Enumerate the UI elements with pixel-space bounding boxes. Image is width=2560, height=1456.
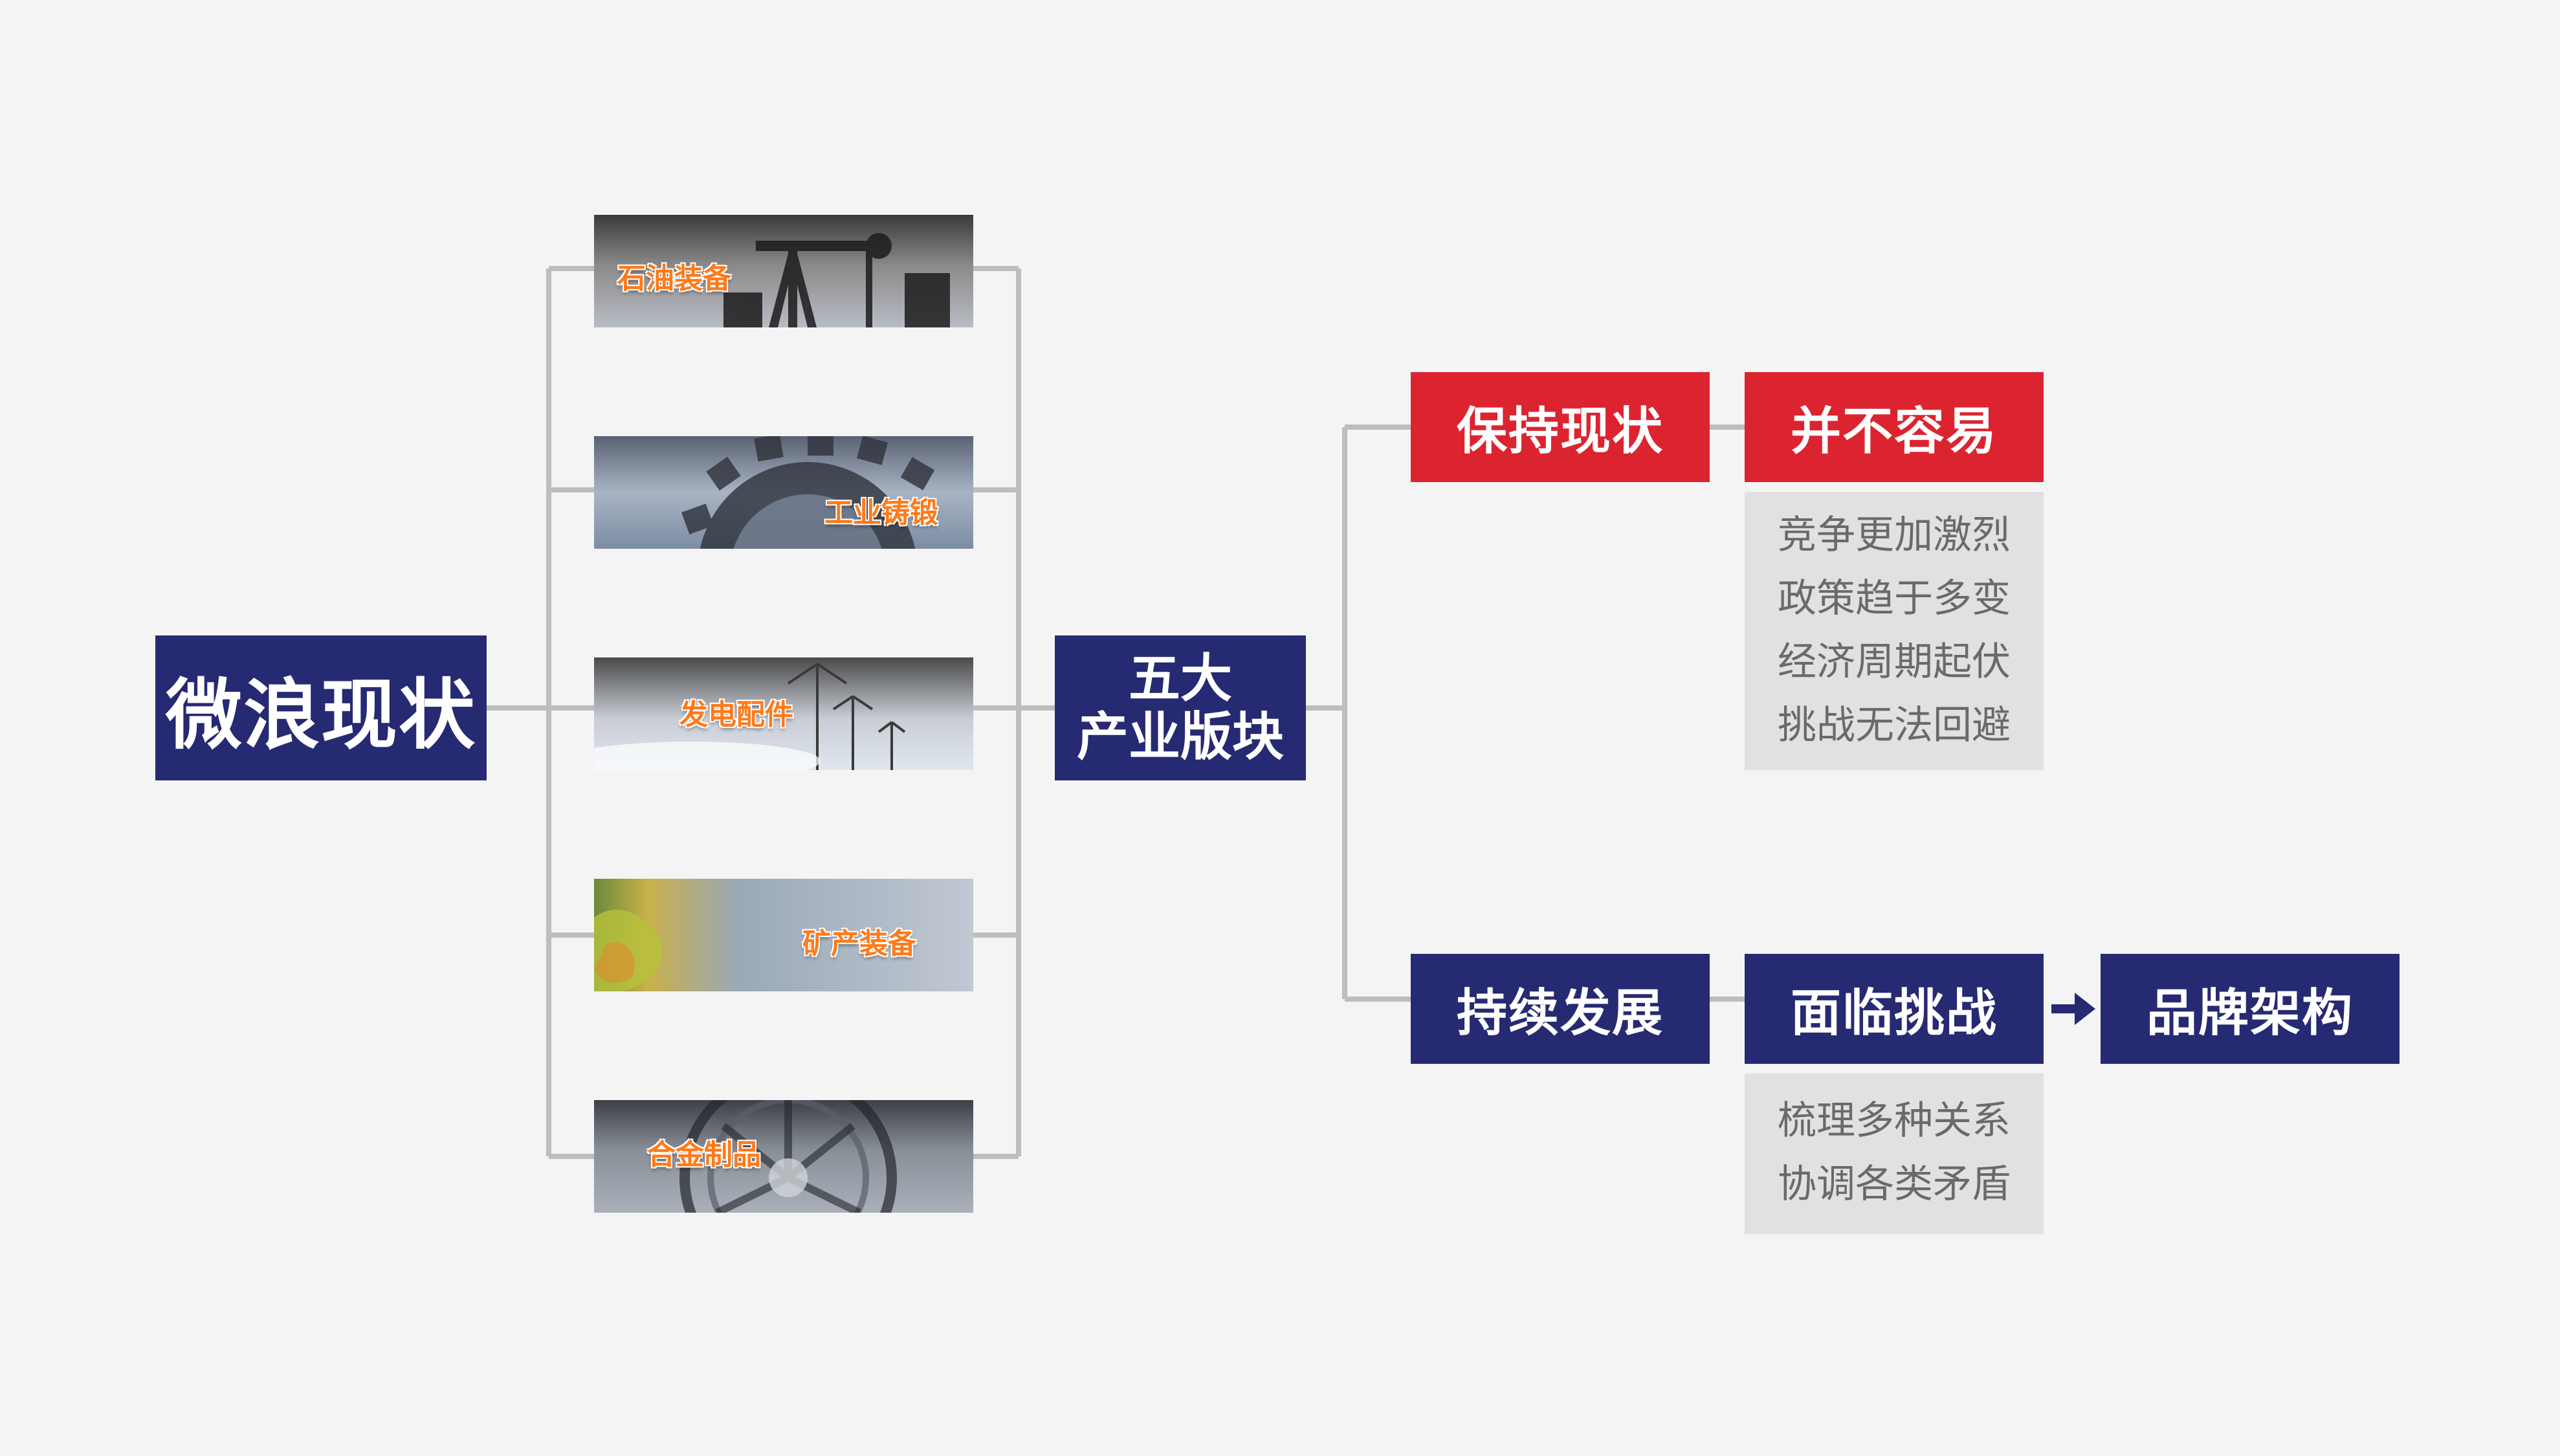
segment-label: 矿产装备 xyxy=(802,927,916,960)
lower-notes: 梳理多种关系 协调各类矛盾 xyxy=(1745,1074,2044,1234)
wind-turbine-image xyxy=(594,663,906,770)
brand-architecture-label: 品牌架构 xyxy=(2146,984,2354,1042)
verdict-challenge-node: 面临挑战 xyxy=(1745,954,2044,1064)
root-node: 微浪现状 xyxy=(155,635,487,780)
verdict-challenge-label: 面临挑战 xyxy=(1790,984,1998,1042)
segment-label: 工业铸锻 xyxy=(824,496,938,529)
status-develop-label: 持续发展 xyxy=(1456,984,1664,1042)
status-keep-label: 保持现状 xyxy=(1456,403,1664,461)
status-keep-node: 保持现状 xyxy=(1411,372,1710,482)
gear-image xyxy=(681,436,935,549)
segment-tile-oil-equipment: 石油装备 xyxy=(594,215,973,327)
wheel-image xyxy=(679,1100,897,1213)
oil-pump-image xyxy=(723,233,950,327)
note-item: 竞争更加激烈 xyxy=(1778,513,2011,558)
segment-tile-power-parts: 发电配件 xyxy=(594,657,973,770)
brand-architecture-node: 品牌架构 xyxy=(2101,954,2400,1064)
verdict-not-easy-label: 并不容易 xyxy=(1790,403,1998,461)
note-item: 经济周期起伏 xyxy=(1778,639,2011,685)
upper-notes: 竞争更加激烈 政策趋于多变 经济周期起伏 挑战无法回避 xyxy=(1745,492,2044,770)
arrow-right-icon xyxy=(2051,993,2095,1025)
segment-tile-alloy-products: 合金制品 xyxy=(594,1100,973,1213)
map-image xyxy=(594,909,663,991)
segment-tile-industrial-forging: 工业铸锻 xyxy=(594,436,973,549)
root-title: 微浪现状 xyxy=(165,670,476,760)
hub-node: 五大 产业版块 xyxy=(1055,635,1306,780)
segment-label: 合金制品 xyxy=(647,1138,761,1171)
verdict-not-easy-node: 并不容易 xyxy=(1745,372,2044,482)
hub-line1: 五大 xyxy=(1129,648,1232,709)
hub-line2: 产业版块 xyxy=(1077,707,1284,767)
segment-tile-mining-equipment: 矿产装备 xyxy=(594,879,973,991)
note-item: 挑战无法回避 xyxy=(1778,703,2011,748)
note-item: 协调各类矛盾 xyxy=(1778,1162,2011,1207)
note-item: 梳理多种关系 xyxy=(1778,1098,2011,1143)
segment-label: 石油装备 xyxy=(617,262,731,295)
segment-label: 发电配件 xyxy=(679,698,793,731)
status-develop-node: 持续发展 xyxy=(1411,954,1710,1064)
note-item: 政策趋于多变 xyxy=(1778,576,2011,621)
